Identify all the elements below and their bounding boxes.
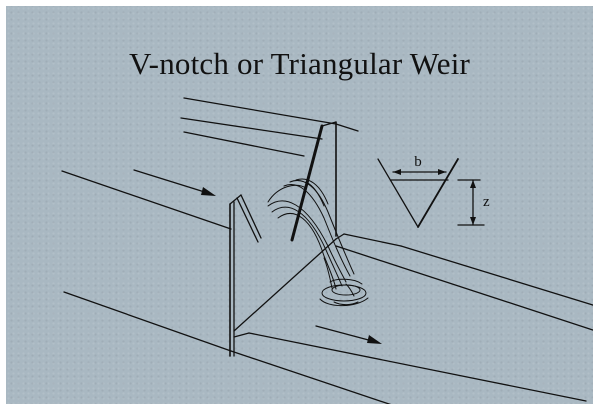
width-label: b: [414, 154, 422, 170]
weir-plate: [229, 121, 345, 357]
flow-arrow-downstream: [315, 325, 382, 344]
height-label: z: [483, 194, 490, 210]
channel-lines: [61, 97, 593, 404]
slide: V-notch or Triangular Weir: [6, 6, 593, 404]
splash-swirl: [319, 278, 369, 307]
flow-arrow-upstream: [133, 169, 216, 196]
weir-diagram: b z: [61, 97, 593, 404]
v-notch-inset: b z: [377, 154, 490, 228]
water-nappe: [267, 178, 355, 297]
slide-title: V-notch or Triangular Weir: [128, 46, 471, 81]
